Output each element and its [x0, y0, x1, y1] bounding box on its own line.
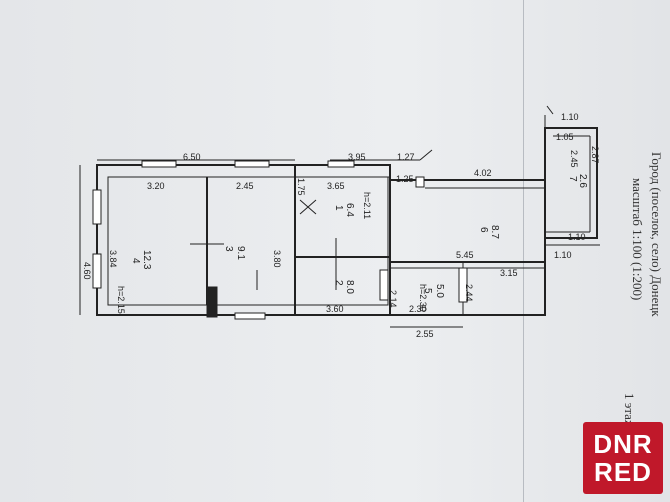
dim-label: h=2.30 — [418, 284, 428, 312]
city-label: Город (поселок, село) Донецк — [649, 152, 664, 317]
room-2-area: 8.0 — [344, 280, 355, 294]
page-margin-line — [523, 0, 524, 502]
room-1-area: 6.4 — [344, 203, 355, 217]
dim-label: 6.50 — [183, 152, 201, 162]
room-5-number: 5 — [422, 288, 433, 294]
dim-label: 1.10 — [554, 250, 572, 260]
room-7-area: 2.6 — [577, 174, 588, 188]
dim-label: 1.75 — [296, 178, 306, 196]
dim-label: 1.27 — [397, 152, 415, 162]
dim-label: 1.05 — [556, 132, 574, 142]
dim-label: 3.95 — [348, 152, 366, 162]
watermark-line2: RED — [594, 457, 652, 487]
dim-label: 2.87 — [590, 146, 600, 164]
scale-label: масштаб 1:100 (1:200) — [630, 178, 645, 301]
dim-label: 1.25 — [396, 174, 414, 184]
dim-label: 2.55 — [416, 329, 434, 339]
watermark-logo: DNR RED — [583, 422, 663, 494]
room-5-area: 5.0 — [434, 284, 445, 298]
dim-label: 1.10 — [561, 112, 579, 122]
room-2-number: 2 — [333, 280, 344, 286]
room-6-area: 8.7 — [489, 225, 500, 239]
room-3-number: 3 — [223, 246, 234, 252]
dim-label: 4.02 — [474, 168, 492, 178]
dim-label: 2.45 — [236, 181, 254, 191]
dim-label: 2.44 — [464, 284, 474, 302]
dim-label: 3.65 — [327, 181, 345, 191]
dim-label: 3.60 — [326, 304, 344, 314]
watermark-line1: DNR — [593, 429, 653, 459]
inner-wall — [107, 176, 389, 306]
dim-label: 5.45 — [456, 250, 474, 260]
dim-label: 2.45 — [569, 150, 579, 168]
dim-label: 3.15 — [500, 268, 518, 278]
dim-label: 2.30 — [409, 304, 427, 314]
dim-label: 3.20 — [147, 181, 165, 191]
room-4-area: 12.3 — [141, 250, 152, 270]
room-6-number: 6 — [478, 227, 489, 233]
room-1-number: 1 — [333, 205, 344, 211]
dim-label: 4.60 — [82, 262, 92, 280]
dim-label: h=2.15 — [116, 286, 126, 314]
room-4-number: 4 — [130, 258, 141, 264]
room-7-number: 7 — [567, 176, 578, 182]
dim-label: 3.84 — [108, 250, 118, 268]
dim-label: 3.80 — [272, 250, 282, 268]
dim-label: h=2.11 — [362, 192, 372, 219]
room-3-area: 9.1 — [235, 246, 246, 260]
dim-label: 2.14 — [388, 290, 398, 308]
dim-label: 1.10 — [568, 232, 586, 242]
